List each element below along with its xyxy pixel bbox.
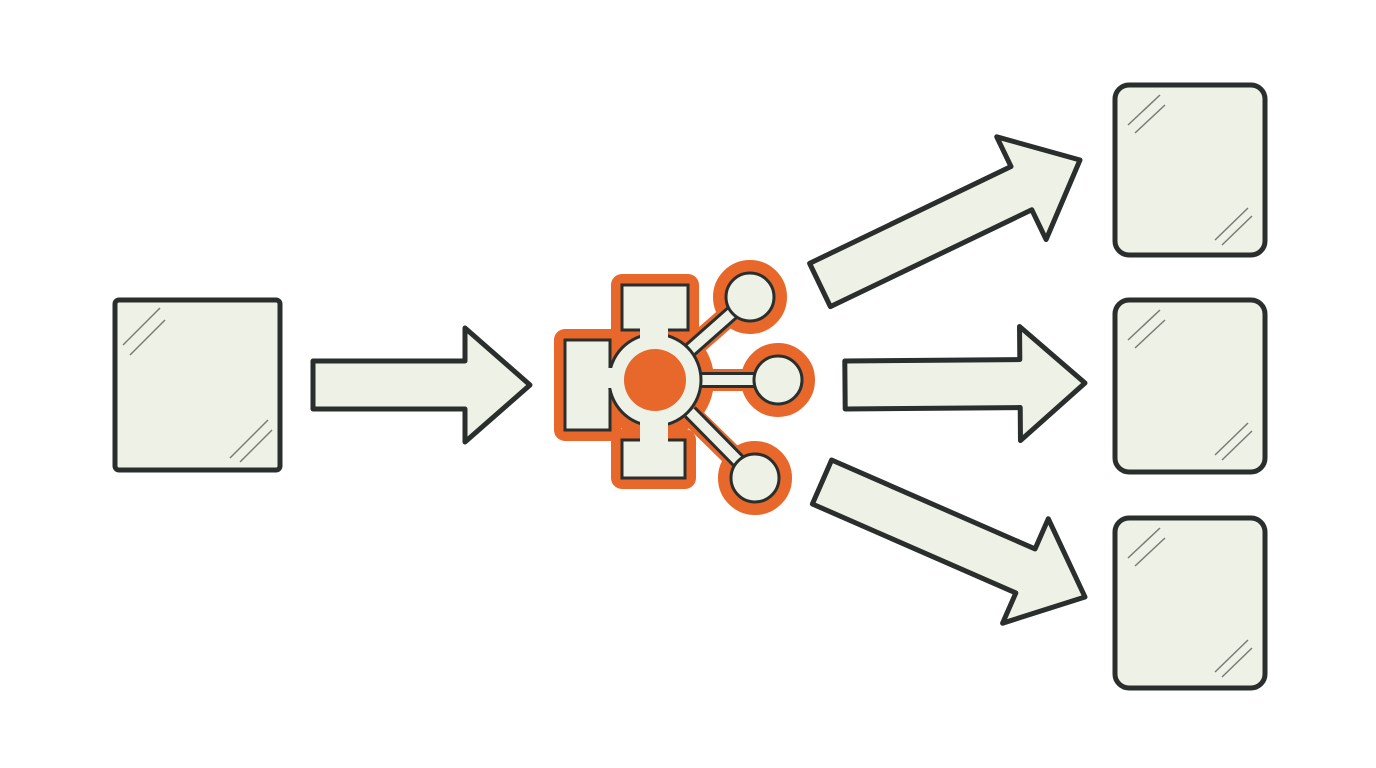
- target-box-bottom: [1112, 515, 1268, 691]
- target-box-middle: [1112, 297, 1268, 475]
- source-box: [112, 297, 283, 473]
- arrow-shape: [842, 324, 1088, 444]
- target-box-top: [1112, 82, 1268, 258]
- arrow-shape: [807, 134, 1083, 310]
- distribution-hub-icon: [554, 260, 815, 515]
- arrow-shape: [310, 325, 533, 445]
- output-arrow-top: [807, 134, 1083, 310]
- input-arrow: [310, 325, 533, 445]
- output-arrow-middle: [842, 324, 1088, 444]
- arrow-shape: [809, 457, 1088, 626]
- output-arrow-bottom: [809, 457, 1088, 626]
